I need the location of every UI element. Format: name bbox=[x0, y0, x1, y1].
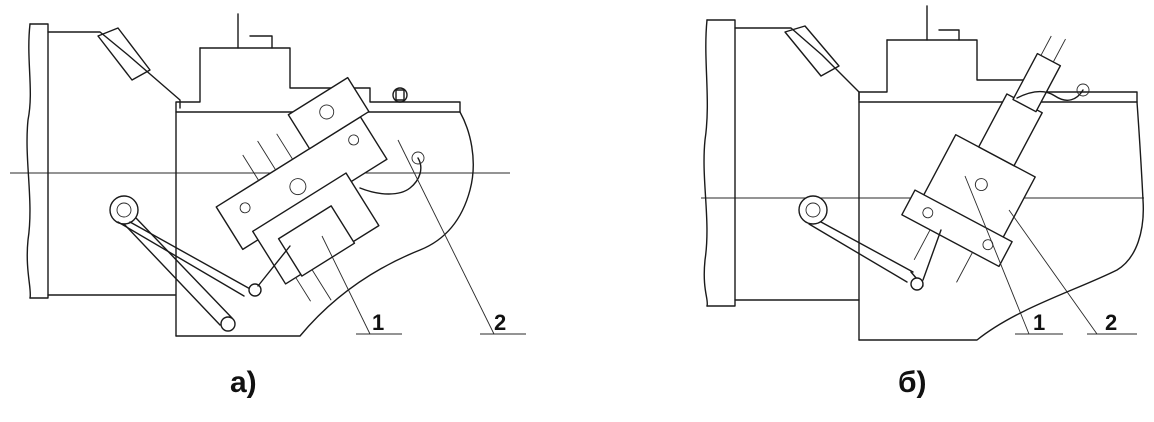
panel-b-callout-2-label: 2 bbox=[1105, 310, 1117, 335]
panel-b-caption: б) bbox=[898, 366, 927, 399]
panel-b-lever bbox=[798, 195, 942, 291]
panel-a-unit bbox=[215, 76, 388, 302]
panel-b-drawing: 1 2 bbox=[701, 5, 1144, 341]
panel-a-housing bbox=[175, 13, 474, 337]
panel-a-drawing: 1 2 bbox=[10, 13, 526, 337]
panel-a-callout-2-label: 2 bbox=[494, 310, 506, 335]
panel-a-callout-1: 1 bbox=[321, 235, 402, 335]
panel-b-callout-1: 1 bbox=[964, 175, 1063, 335]
panel-a-lever bbox=[109, 195, 291, 332]
panel-b-callout-1-label: 1 bbox=[1033, 310, 1045, 335]
panel-a-callout-1-label: 1 bbox=[372, 310, 384, 335]
panel-a-hose bbox=[359, 157, 422, 195]
panel-b-unit bbox=[901, 35, 1066, 283]
panel-a-frame bbox=[26, 23, 181, 299]
panel-a-caption: а) bbox=[230, 366, 257, 399]
panel-b-hose bbox=[1016, 89, 1084, 101]
panel-b-callout-2: 2 bbox=[1008, 209, 1137, 335]
panel-a-callout-2: 2 bbox=[397, 139, 526, 335]
panel-b-frame bbox=[703, 19, 860, 307]
